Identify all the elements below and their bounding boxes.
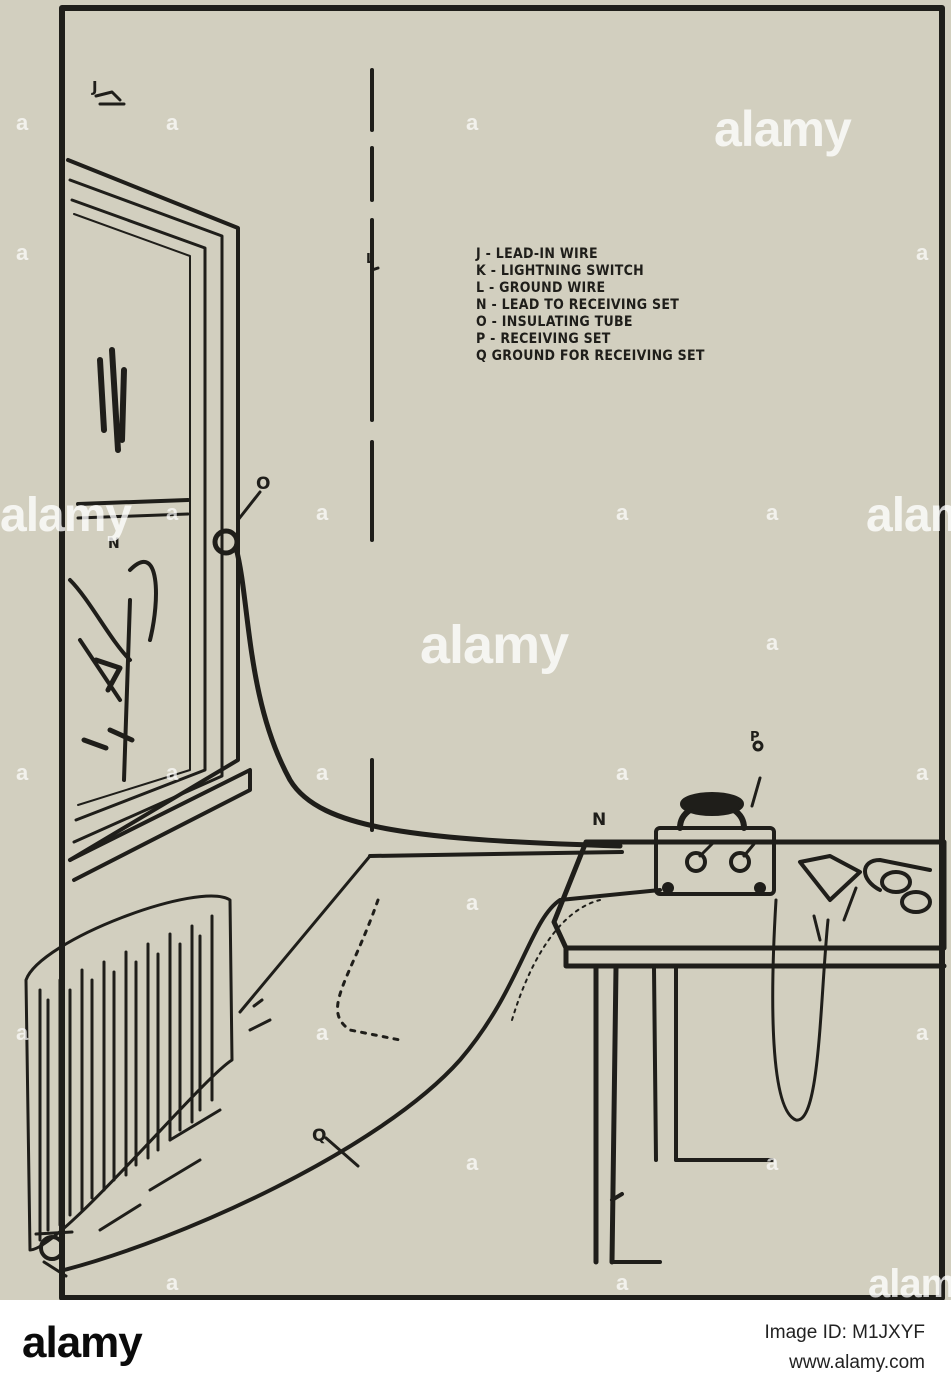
headphones: [798, 854, 932, 914]
watermark-left: alamy: [0, 489, 132, 542]
watermark-bottom-right: alamy: [868, 1262, 951, 1300]
label-p: P: [750, 730, 760, 745]
label-j: J: [92, 78, 98, 96]
watermark-top-right: alamy: [714, 101, 852, 157]
watermark-mark-22: a: [166, 1270, 179, 1295]
watermark-mark-14: a: [766, 630, 779, 655]
radiator-valve: [39, 1235, 65, 1261]
table-top: [551, 839, 947, 951]
receiving-set: [654, 792, 776, 896]
watermark-mark-9: a: [916, 240, 929, 265]
legend-item-q: Q GROUND FOR RECEIVING SET: [476, 348, 705, 364]
legend-item-j: J - LEAD-IN WIRE: [476, 246, 598, 262]
watermark-mark-17: a: [466, 890, 479, 915]
watermark-mark-1: a: [16, 110, 29, 135]
legend-item-p: P - RECEIVING SET: [476, 331, 611, 347]
watermark-mark-20: a: [766, 1150, 779, 1175]
footer-brand-logo: alamy: [22, 1318, 143, 1367]
watermark-right: alamy: [866, 489, 951, 542]
window-sill: [68, 768, 252, 882]
watermark-mark-5: a: [166, 500, 179, 525]
label-o: O: [256, 474, 271, 494]
footer-bar: alamy Image ID: M1JXYF www.alamy.com: [0, 1300, 951, 1390]
watermark-mark-11: a: [166, 760, 179, 785]
footer-image-id: Image ID: M1JXYF: [764, 1322, 926, 1343]
legend-item-n: N - LEAD TO RECEIVING SET: [476, 297, 680, 313]
watermark-mark-4: a: [16, 240, 29, 265]
legend-item-o: O - INSULATING TUBE: [476, 314, 633, 330]
illustration-plate: J - LEAD-IN WIRE K - LIGHTNING SWITCH L …: [0, 0, 951, 1300]
watermark-mark-10: a: [16, 760, 29, 785]
label-n-table: N: [592, 810, 607, 830]
watermark-mark-7: a: [616, 500, 629, 525]
watermark-mark-19: a: [916, 1020, 929, 1045]
legend-item-l: L - GROUND WIRE: [476, 280, 606, 296]
watermark-mark-13: a: [616, 760, 629, 785]
ground-wire-q: [62, 888, 662, 1272]
window-casing: [66, 158, 240, 862]
footer-site: www.alamy.com: [789, 1352, 925, 1373]
label-l: L: [366, 252, 375, 267]
watermark-mark-8: a: [766, 500, 779, 525]
watermark-mark-18: a: [316, 1020, 329, 1045]
label-q: Q: [312, 1126, 327, 1146]
label-n-window: N: [108, 536, 120, 552]
room-drawing: [24, 5, 947, 1300]
watermark-mark-2: a: [166, 110, 179, 135]
watermark-mark-12: a: [316, 760, 329, 785]
lead-wire: [233, 545, 623, 849]
legend-item-k: K - LIGHTNING SWITCH: [476, 263, 644, 279]
legend: J - LEAD-IN WIRE K - LIGHTNING SWITCH L …: [476, 246, 705, 365]
footer-meta: Image ID: M1JXYF www.alamy.com: [765, 1318, 926, 1378]
radiator: [24, 894, 234, 1252]
watermark-center: alamy: [420, 615, 569, 675]
plate-border: [59, 5, 945, 1300]
watermark-mark-15: a: [916, 760, 929, 785]
watermark-mark-23: a: [616, 1270, 629, 1295]
watermark-mark-21: a: [466, 1150, 479, 1175]
watermark-mark-16: a: [16, 1020, 29, 1045]
watermark-mark-6: a: [316, 500, 329, 525]
watermark-mark-3: a: [466, 110, 479, 135]
